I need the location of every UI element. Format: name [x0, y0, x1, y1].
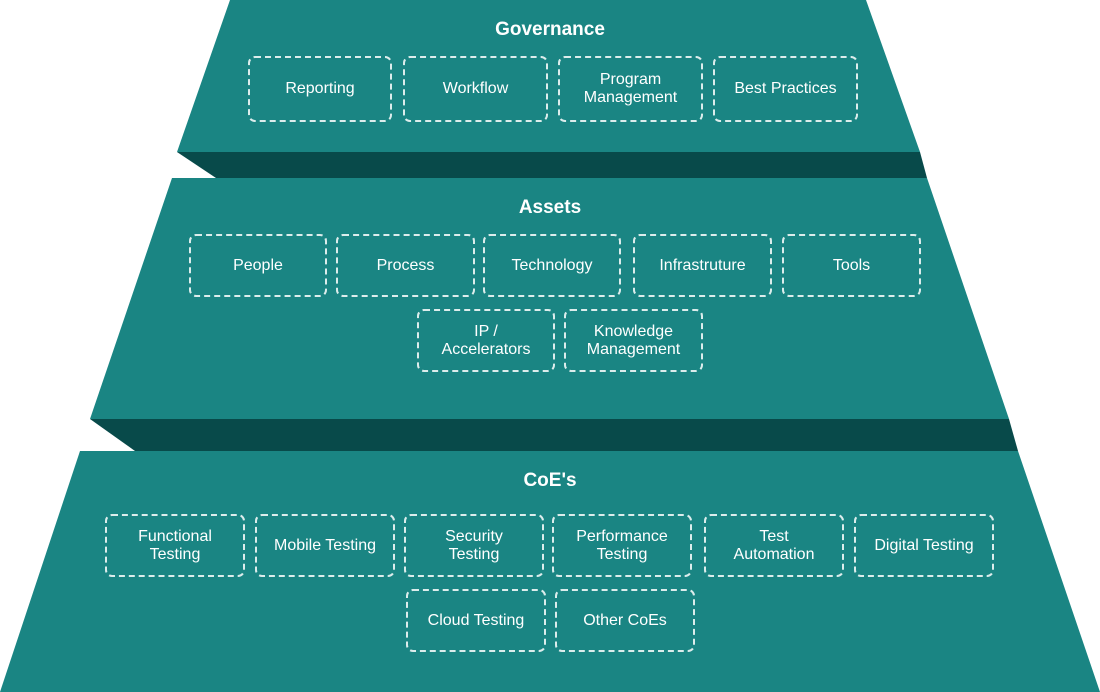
- connector-governance-assets: [177, 152, 927, 178]
- assets-title: Assets: [518, 197, 582, 218]
- assets-item-process: Process: [336, 234, 475, 297]
- connector-assets-coes: [90, 419, 1018, 451]
- layer-coes-shape: [0, 451, 1100, 692]
- governance-title: Governance: [495, 19, 605, 40]
- assets-item-tools: Tools: [782, 234, 921, 297]
- assets-item-infrastruture: Infrastruture: [633, 234, 772, 297]
- governance-item-reporting: Reporting: [248, 56, 392, 122]
- coes-item-cloud-testing: Cloud Testing: [406, 589, 546, 652]
- assets-item-technology: Technology: [483, 234, 621, 297]
- assets-item-people: People: [189, 234, 327, 297]
- governance-item-best-practices: Best Practices: [713, 56, 858, 122]
- assets-item-ip-accelerators: IP /Accelerators: [417, 309, 555, 372]
- governance-item-workflow: Workflow: [403, 56, 548, 122]
- coes-item-other-coes: Other CoEs: [555, 589, 695, 652]
- coes-item-mobile-testing: Mobile Testing: [255, 514, 395, 577]
- coes-item-digital-testing: Digital Testing: [854, 514, 994, 577]
- layer-governance-shape: [177, 0, 920, 152]
- coes-title: CoE's: [523, 470, 577, 491]
- layer-assets-shape: [90, 178, 1009, 419]
